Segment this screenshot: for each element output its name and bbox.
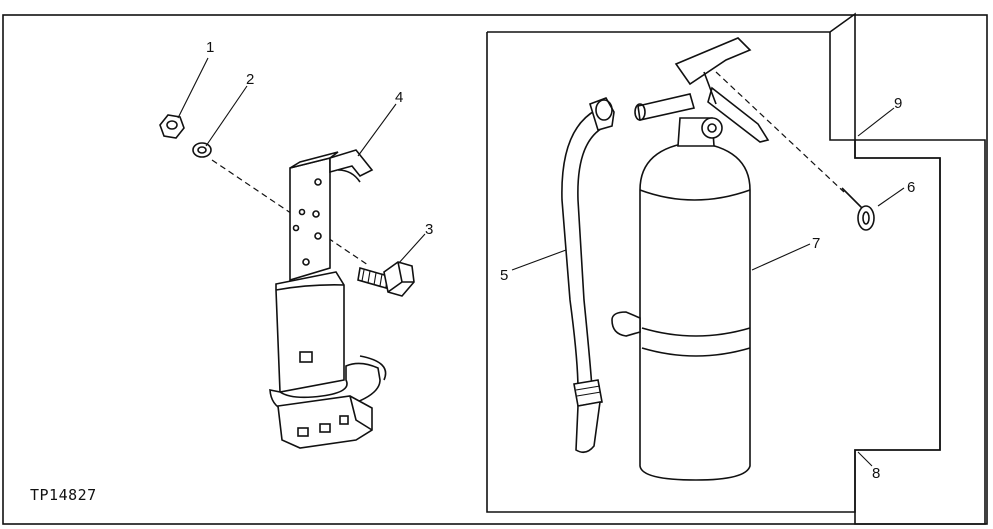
hose-part <box>561 97 615 454</box>
callout-5: 5 <box>500 267 508 284</box>
lock-washer-part <box>192 142 212 158</box>
bolt-part <box>357 261 415 297</box>
mounting-bracket-part <box>269 149 387 449</box>
leader-2 <box>205 85 248 147</box>
figure-frame <box>2 14 988 525</box>
callout-7: 7 <box>812 235 820 252</box>
leader-9 <box>857 107 895 137</box>
leader-8 <box>857 451 873 467</box>
extinguisher-part <box>611 37 770 481</box>
leader-7 <box>751 243 811 271</box>
leader-6 <box>877 187 905 207</box>
panel-inner-box <box>486 32 941 513</box>
callout-3: 3 <box>425 221 433 238</box>
callout-4: 4 <box>395 89 403 106</box>
callout-2: 2 <box>246 71 254 88</box>
leader-5 <box>511 249 567 271</box>
figure-code: TP14827 <box>30 486 97 504</box>
leader-4 <box>357 103 397 157</box>
nut-part <box>159 114 185 139</box>
callout-8: 8 <box>872 465 880 482</box>
leader-1 <box>177 57 209 119</box>
callout-6: 6 <box>907 179 915 196</box>
leader-3 <box>397 233 426 265</box>
safety-pin-part <box>841 187 875 231</box>
callout-1: 1 <box>206 39 214 56</box>
callout-9: 9 <box>894 95 902 112</box>
